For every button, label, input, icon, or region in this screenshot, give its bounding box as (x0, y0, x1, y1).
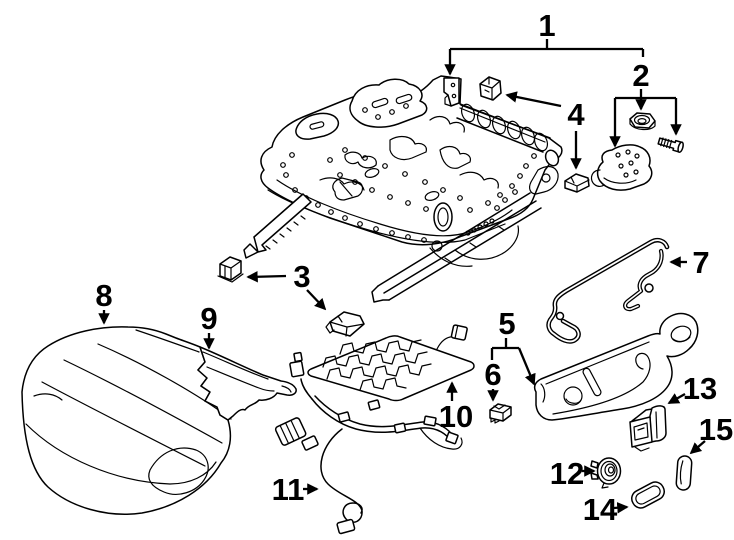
callout-2-label: 2 (632, 58, 649, 93)
part-1-frame-drawing (243, 75, 563, 303)
callout-9-label: 9 (200, 301, 217, 336)
part-8-cushion-drawing (21, 326, 232, 515)
callout-12-label: 12 (550, 456, 584, 491)
leader-lines (98, 39, 706, 514)
part-13-switch-drawing (629, 405, 667, 452)
callout-labels: 1 2 3 4 5 6 7 8 9 10 11 12 13 14 15 (95, 8, 733, 527)
part-14-cap-drawing (631, 481, 665, 509)
callout-15-label: 15 (699, 412, 733, 447)
heater-connector (450, 324, 468, 341)
part-4-clips-drawing (479, 76, 590, 193)
part-6-clip-drawing (489, 403, 512, 424)
callout-11-label: 11 (272, 472, 305, 507)
part-9-cover-drawing (197, 346, 297, 421)
mount-bracket (596, 144, 653, 191)
callout-7-label: 7 (692, 245, 709, 280)
part-12-knob-drawing (590, 457, 622, 489)
part-15-cap-drawing (675, 455, 693, 491)
part-2-hardware-drawing (590, 112, 684, 191)
callout-4-label: 4 (567, 97, 585, 132)
right-rail (377, 192, 542, 301)
callout-14-label: 14 (583, 492, 618, 527)
left-rail (243, 193, 312, 259)
screw (657, 137, 684, 153)
callout-6-label: 6 (484, 357, 501, 392)
part-7-rod-drawing (546, 237, 670, 344)
part-3-clips-drawing (217, 256, 365, 337)
frame-holes (280, 103, 537, 243)
callout-1-label: 1 (538, 8, 555, 43)
part-11-harness-drawing (274, 351, 463, 535)
callout-5-label: 5 (498, 306, 515, 341)
callout-13-label: 13 (683, 371, 717, 406)
part-5-valance-drawing (533, 312, 699, 421)
callout-10-label: 10 (439, 399, 473, 434)
part-10-heater-pad-drawing (307, 324, 475, 402)
callout-3-label: 3 (293, 259, 310, 294)
callout-8-label: 8 (95, 278, 112, 313)
